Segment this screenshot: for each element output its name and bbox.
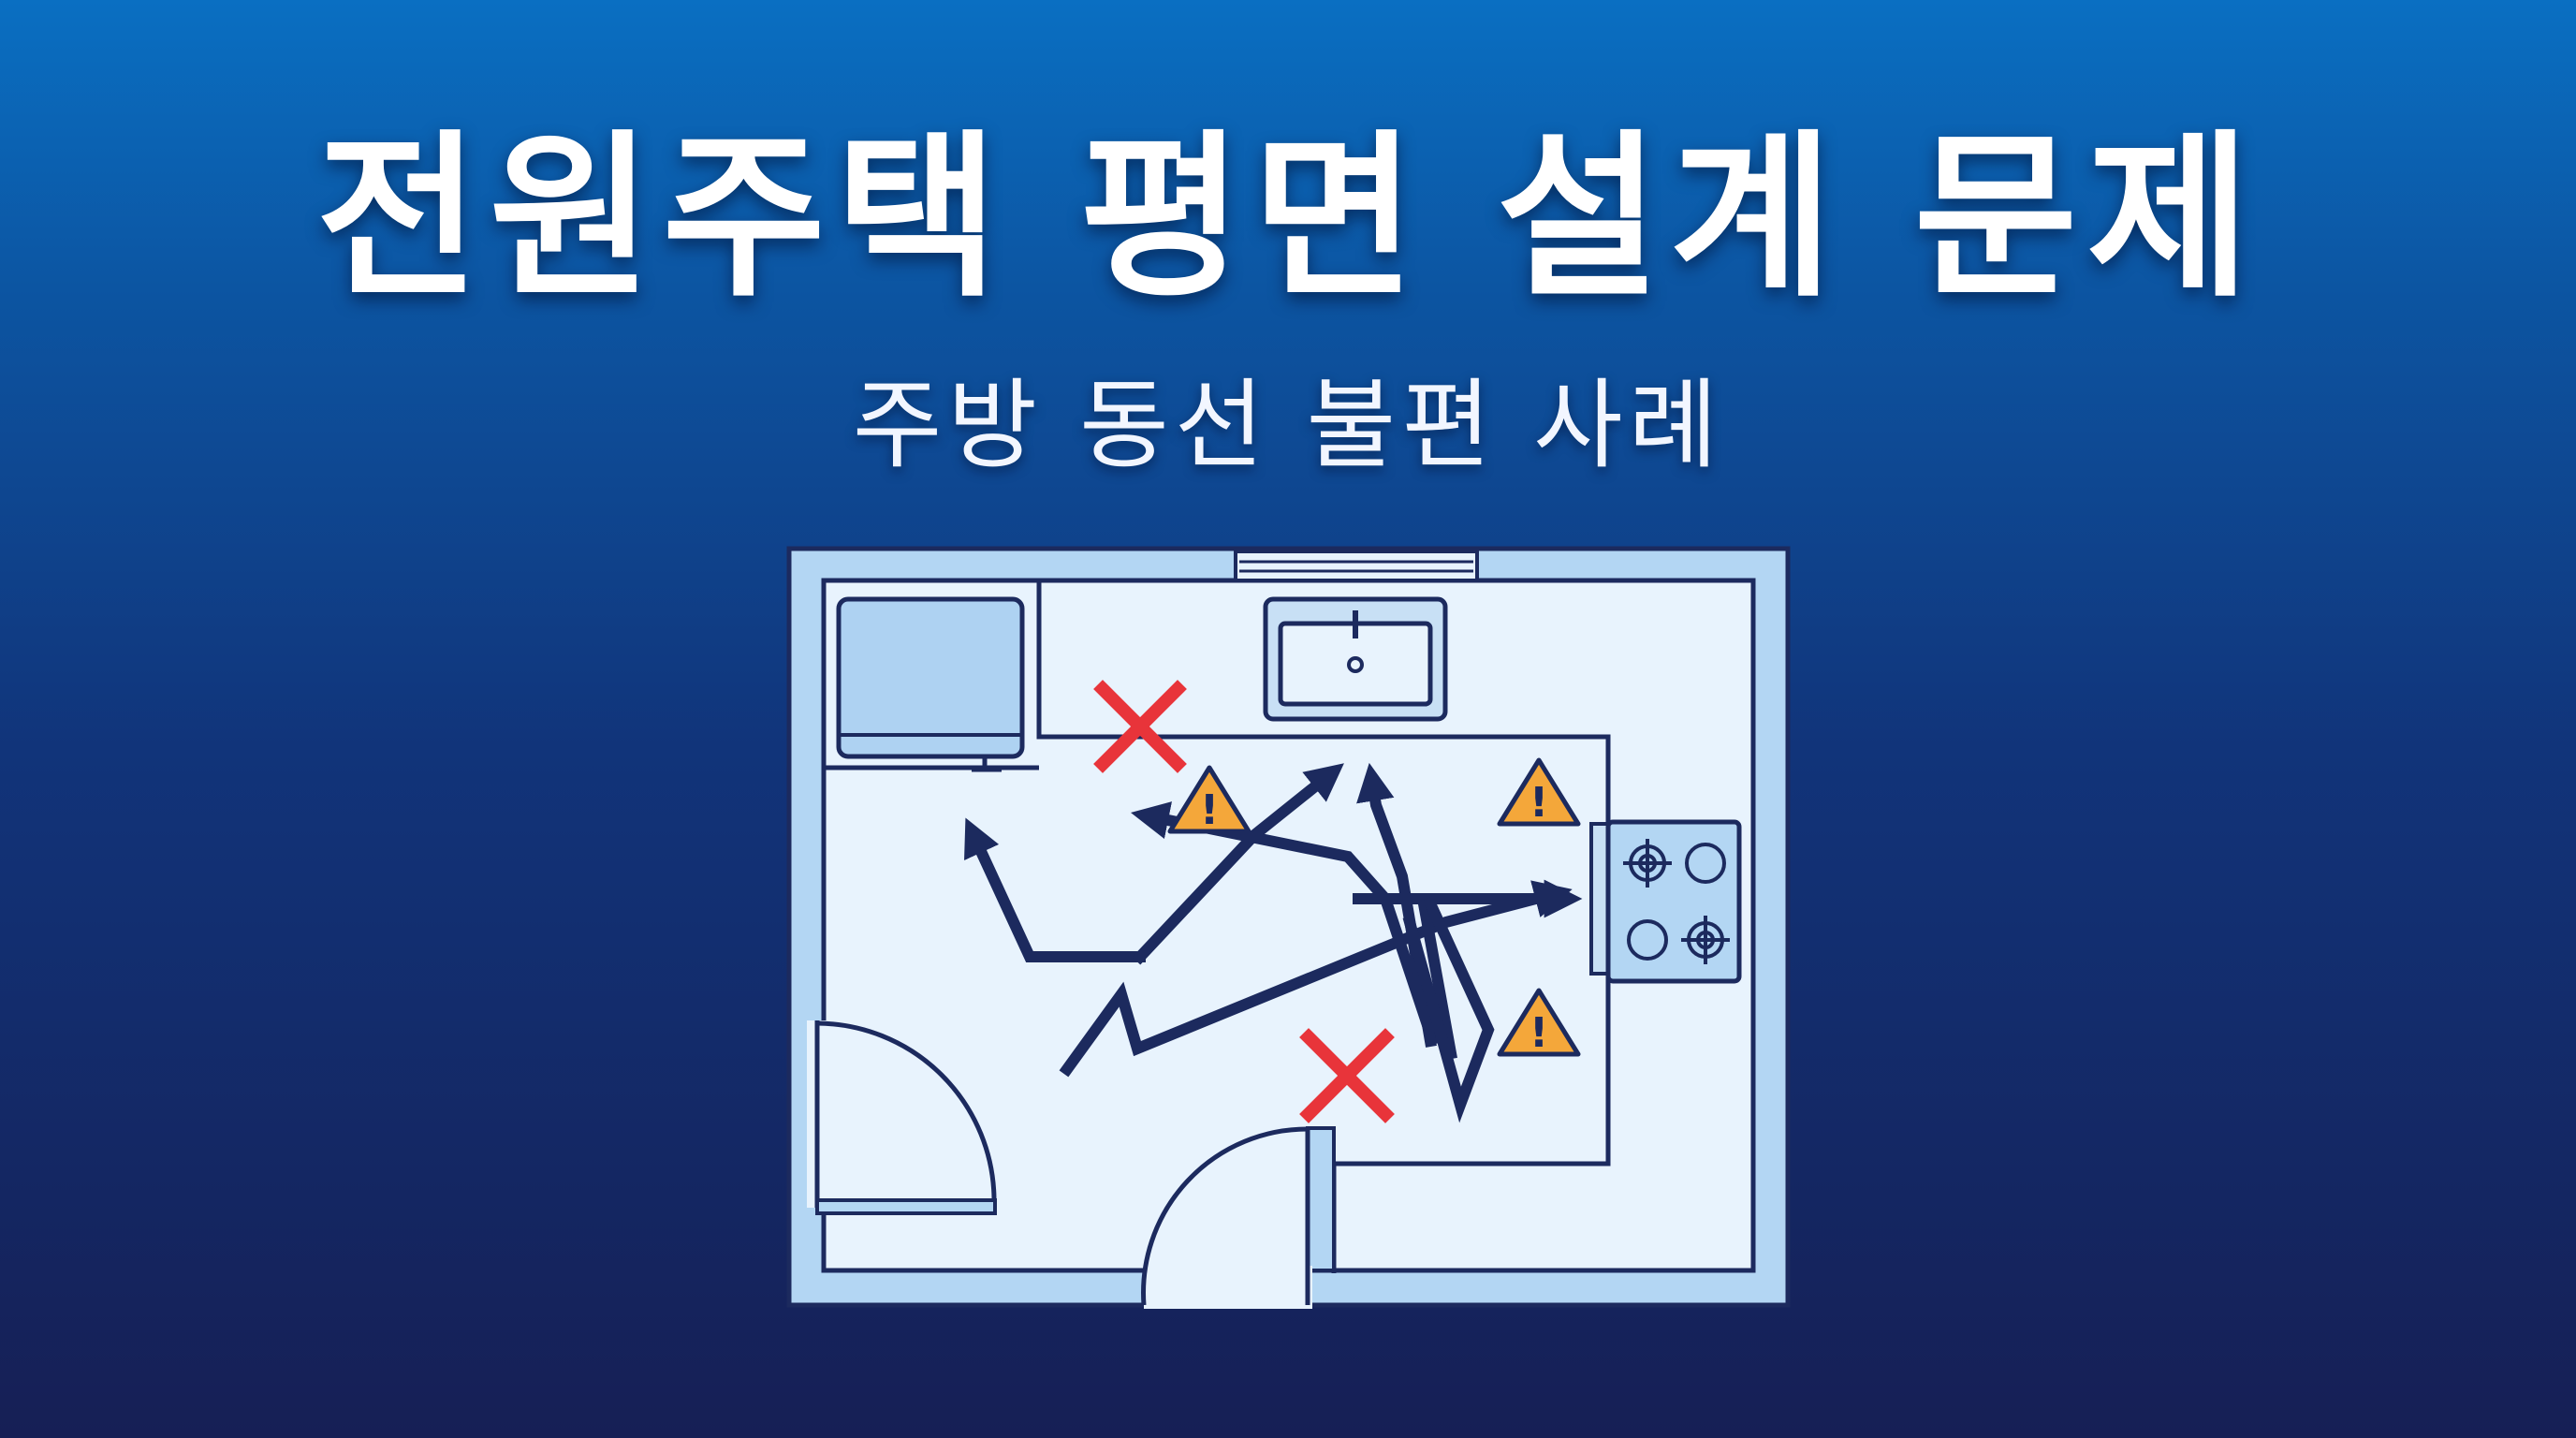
movement-arrow-icon [1353,879,1583,1060]
page-title: 전원주택 평면 설계 문제 [315,114,2261,321]
movement-arrow-icon [1402,896,1495,1123]
warning-icon: ! [1497,988,1581,1057]
cooktop-icon [1589,819,1742,984]
svg-text:!: ! [1530,779,1548,827]
cross-mark-icon [1299,1028,1395,1123]
warning-icon: ! [1497,757,1581,827]
movement-arrow-icon [1131,801,1440,1047]
left-door [807,1020,997,1215]
warning-icon: ! [1167,765,1251,834]
warning-icons: ! ! ! [1167,757,1581,1057]
movement-arrows [964,762,1583,1123]
sink-icon [1263,596,1448,722]
bottom-door [1141,1126,1312,1309]
cross-mark-icon [1093,680,1187,773]
cross-marks [1093,680,1395,1123]
movement-arrow-icon [964,817,1146,962]
top-window [1234,550,1479,582]
movement-arrow-icon [1059,880,1573,1078]
page-subtitle: 주방 동선 불편 사례 [852,368,1724,482]
svg-text:!: ! [1200,786,1219,834]
refrigerator-icon [836,596,1025,772]
svg-text:!: ! [1530,1009,1548,1057]
interior-partition [1306,1126,1336,1272]
